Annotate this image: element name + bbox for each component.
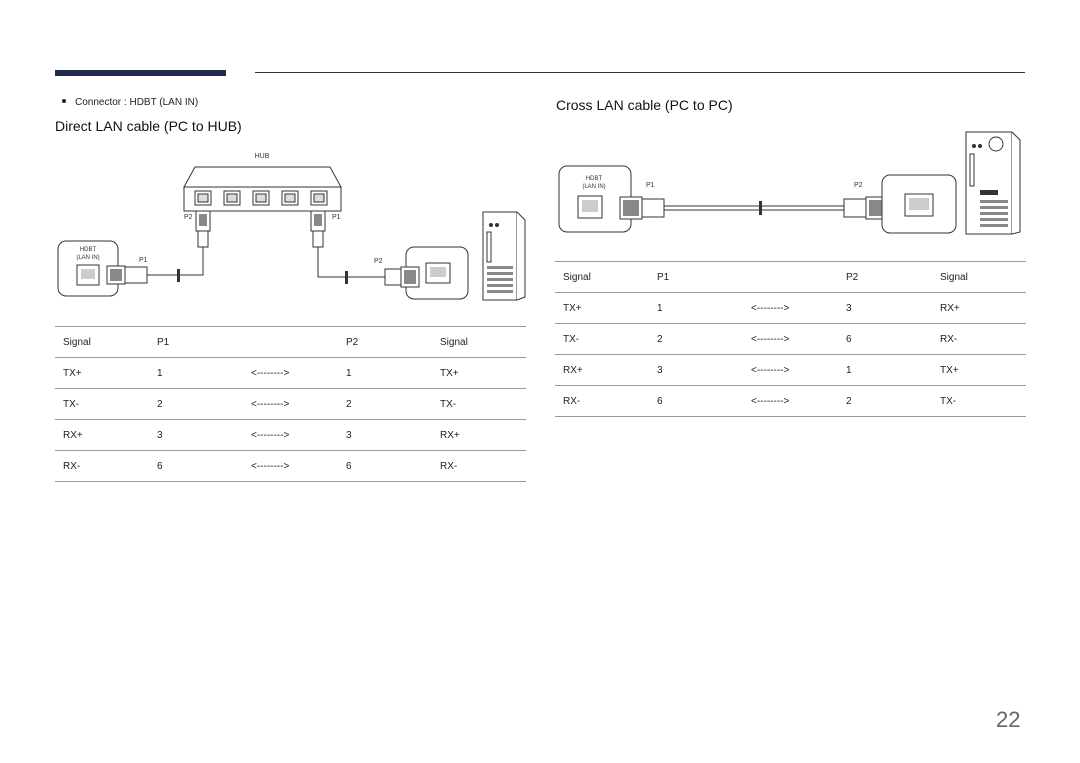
table-row: TX- 2 <--------> 2 TX- bbox=[55, 388, 526, 420]
pc-plug bbox=[380, 266, 420, 288]
cell-signal: TX+ bbox=[555, 292, 649, 324]
table-row: RX- 6 <--------> 2 TX- bbox=[555, 385, 1026, 417]
table-row: TX+ 1 <--------> 1 TX+ bbox=[55, 357, 526, 389]
cell-signal: RX- bbox=[555, 385, 649, 417]
hdbt-plug-label: P1 bbox=[139, 257, 148, 264]
pc-tower-right-icon bbox=[965, 131, 1021, 235]
pc-port-box: P2 bbox=[374, 246, 469, 300]
cell-p1: 3 bbox=[649, 354, 743, 386]
cell-signal: RX+ bbox=[555, 354, 649, 386]
direct-lan-diagram: HUB P2 P1 HDBT (LAN IN) P1 bbox=[57, 153, 526, 301]
cell-p1: 1 bbox=[149, 357, 243, 389]
header-p2: P2 bbox=[838, 261, 932, 293]
cell-signal-2: RX- bbox=[932, 323, 1026, 355]
hdbt-label-line1: HDBT bbox=[80, 247, 97, 253]
hdbt-right-label-line2: (LAN IN) bbox=[582, 184, 605, 190]
table-row: RX+ 3 <--------> 3 RX+ bbox=[55, 419, 526, 451]
cell-p1: 2 bbox=[149, 388, 243, 420]
hub-plug-left: P2 bbox=[184, 210, 211, 253]
section-title-direct: Direct LAN cable (PC to HUB) bbox=[55, 118, 242, 134]
cell-arrow: <--------> bbox=[743, 323, 838, 355]
header-arrow bbox=[743, 261, 838, 293]
table-header-row: Signal P1 P2 Signal bbox=[55, 326, 526, 358]
cell-arrow: <--------> bbox=[743, 385, 838, 417]
hub-plug-right: P1 bbox=[310, 210, 341, 253]
hub-plug-left-label: P2 bbox=[184, 214, 193, 221]
cross-plug-right: P2 bbox=[843, 182, 889, 220]
connector-note-text: Connector : HDBT (LAN IN) bbox=[75, 97, 199, 108]
cell-signal: TX+ bbox=[55, 357, 149, 389]
cell-p2: 6 bbox=[838, 323, 932, 355]
pc-plug-label: P2 bbox=[374, 258, 383, 265]
cell-signal-2: TX- bbox=[432, 388, 526, 420]
hdbt-device: HDBT (LAN IN) P1 bbox=[57, 240, 148, 297]
cell-signal: TX- bbox=[55, 388, 149, 420]
pc-port-box-right bbox=[881, 174, 957, 234]
cell-signal: RX+ bbox=[55, 419, 149, 451]
cell-arrow: <--------> bbox=[743, 354, 838, 386]
cell-p2: 2 bbox=[838, 385, 932, 417]
header-signal: Signal bbox=[555, 261, 649, 293]
cell-signal-2: RX+ bbox=[432, 419, 526, 451]
hub-plug-right-label: P1 bbox=[332, 214, 341, 221]
cell-arrow: <--------> bbox=[243, 357, 338, 389]
table-row: TX- 2 <--------> 6 RX- bbox=[555, 323, 1026, 355]
cell-p1: 3 bbox=[149, 419, 243, 451]
cell-signal: TX- bbox=[555, 323, 649, 355]
header-p1: P1 bbox=[149, 326, 243, 358]
cross-plug-left bbox=[619, 196, 846, 220]
cell-arrow: <--------> bbox=[243, 450, 338, 482]
header-signal-2: Signal bbox=[432, 326, 526, 358]
hdbt-device-right: HDBT (LAN IN) P1 bbox=[558, 165, 655, 233]
hdbt-label-line2: (LAN IN) bbox=[76, 255, 99, 261]
header-signal-2: Signal bbox=[932, 261, 1026, 293]
hdbt-plug bbox=[106, 265, 153, 285]
hub-device: HUB bbox=[183, 153, 342, 212]
cross-lan-diagram: HDBT (LAN IN) P1 P2 bbox=[558, 131, 1021, 235]
cell-p2: 1 bbox=[338, 357, 432, 389]
cell-signal-2: TX+ bbox=[932, 354, 1026, 386]
header-accent-bar bbox=[55, 70, 226, 76]
cell-arrow: <--------> bbox=[743, 292, 838, 324]
cell-p2: 3 bbox=[838, 292, 932, 324]
pc-tower-icon bbox=[482, 211, 526, 301]
section-title-cross: Cross LAN cable (PC to PC) bbox=[556, 97, 733, 113]
page-number: 22 bbox=[996, 707, 1021, 732]
cell-signal: RX- bbox=[55, 450, 149, 482]
connector-note: Connector : HDBT (LAN IN) bbox=[62, 97, 198, 108]
cell-p1: 2 bbox=[649, 323, 743, 355]
header-rule bbox=[255, 72, 1025, 73]
cell-p2: 1 bbox=[838, 354, 932, 386]
cross-p1-label: P1 bbox=[646, 182, 655, 189]
header-signal: Signal bbox=[55, 326, 149, 358]
cell-p2: 2 bbox=[338, 388, 432, 420]
table-row: RX+ 3 <--------> 1 TX+ bbox=[555, 354, 1026, 386]
table-header-row: Signal P1 P2 Signal bbox=[555, 261, 1026, 293]
hub-label: HUB bbox=[255, 153, 270, 160]
cross-lan-table: Signal P1 P2 Signal TX+ 1 <--------> 3 R… bbox=[555, 261, 1026, 417]
cell-signal-2: TX- bbox=[932, 385, 1026, 417]
cell-signal-2: RX- bbox=[432, 450, 526, 482]
cell-p1: 6 bbox=[149, 450, 243, 482]
table-row: TX+ 1 <--------> 3 RX+ bbox=[555, 292, 1026, 324]
cell-p2: 6 bbox=[338, 450, 432, 482]
bullet-dot-icon bbox=[62, 99, 66, 104]
direct-lan-table: Signal P1 P2 Signal TX+ 1 <--------> 1 T… bbox=[55, 326, 526, 482]
cell-p2: 3 bbox=[338, 419, 432, 451]
header-p1: P1 bbox=[649, 261, 743, 293]
cell-p1: 1 bbox=[649, 292, 743, 324]
cell-signal-2: TX+ bbox=[432, 357, 526, 389]
cell-arrow: <--------> bbox=[243, 419, 338, 451]
cross-p2-label: P2 bbox=[854, 182, 863, 189]
header-arrow bbox=[243, 326, 338, 358]
cell-signal-2: RX+ bbox=[932, 292, 1026, 324]
hdbt-right-label-line1: HDBT bbox=[586, 176, 603, 182]
cell-p1: 6 bbox=[649, 385, 743, 417]
cell-arrow: <--------> bbox=[243, 388, 338, 420]
table-row: RX- 6 <--------> 6 RX- bbox=[55, 450, 526, 482]
header-p2: P2 bbox=[338, 326, 432, 358]
